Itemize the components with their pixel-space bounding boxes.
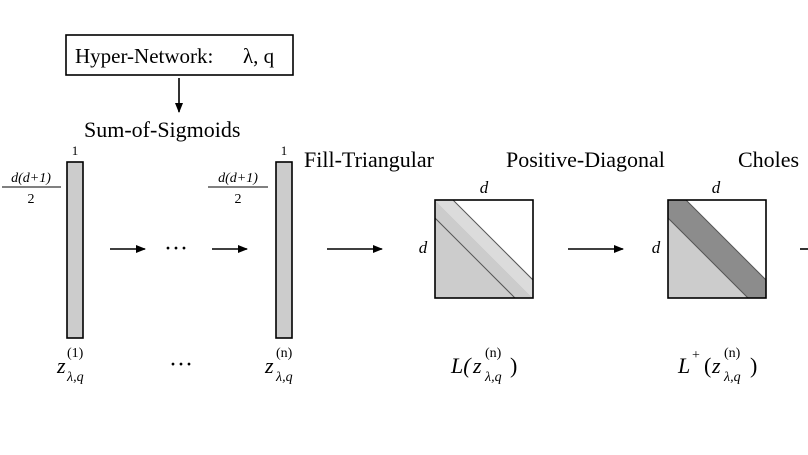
matrix-2-band-edge-upper [685,200,766,281]
vector-1-dim-numerator: d(d+1) [11,171,51,186]
vector-n-z: z [264,353,274,378]
stage-sum-of-sigmoids: Sum-of-Sigmoids [84,117,240,142]
matrix-2-top-dim: d [712,178,721,197]
vector-1-dim-denominator: 2 [28,192,35,207]
vector-n-sub: λ,q [275,370,293,385]
matrix-2-prefix: L [677,353,690,378]
matrix-2-open-paren: ( [704,353,711,378]
stage-cholesky: Choles [738,147,799,172]
matrix-1-band-edge-upper [452,200,533,281]
matrix-2-z: z [711,353,721,378]
matrix-1-diagonal-band [435,200,533,298]
vector-n-top-dim: 1 [281,143,288,158]
matrix-2-frame [667,199,767,299]
vector-n: 1 d(d+1) 2 z (n) λ,q [208,143,293,385]
matrix-2-side-dim: d [652,238,661,257]
matrix-1-sub: λ,q [484,370,502,385]
matrix-1-side-dim: d [419,238,428,257]
stage-fill-triangular: Fill-Triangular [304,147,435,172]
matrix-1-suffix: ) [510,353,517,378]
matrix-2-plus: + [692,348,700,363]
matrix-2-diagonal-band [668,200,766,298]
matrix-1-frame [434,199,534,299]
vector-n-sup: (n) [276,346,293,361]
ellipsis-bottom: ··· [169,352,193,378]
vector-n-dim-denominator: 2 [235,192,242,207]
matrix-1-z: z [472,353,482,378]
matrix-fill-triangular: d d L( z (n) λ,q ) [419,178,534,385]
ellipsis-middle: ··· [164,236,188,262]
hypernetwork-params: λ, q [243,44,275,68]
matrix-2-suffix: ) [750,353,757,378]
vector-n-bar [275,161,293,339]
vector-1: 1 d(d+1) 2 z (1) λ,q [2,143,84,385]
matrix-1-sup: (n) [485,346,502,361]
hypernetwork-label: Hyper-Network: [75,44,213,68]
vector-1-top-dim: 1 [72,143,79,158]
matrix-2-band-edge-lower [668,217,749,298]
vector-1-z: z [56,353,66,378]
matrix-2-sup: (n) [724,346,741,361]
matrix-2-sub: λ,q [723,370,741,385]
vector-1-bar [66,161,84,339]
matrix-1-prefix: L( [450,353,472,378]
vector-n-dim-numerator: d(d+1) [218,171,258,186]
matrix-1-band-edge-lower [435,217,516,298]
hypernetwork-box [65,34,294,76]
matrix-1-top-dim: d [480,178,489,197]
matrix-positive-diagonal: d d L + ( z (n) λ,q ) [652,178,767,385]
stage-positive-diagonal: Positive-Diagonal [506,147,665,172]
vector-1-sub: λ,q [66,370,84,385]
vector-1-sup: (1) [67,346,84,361]
